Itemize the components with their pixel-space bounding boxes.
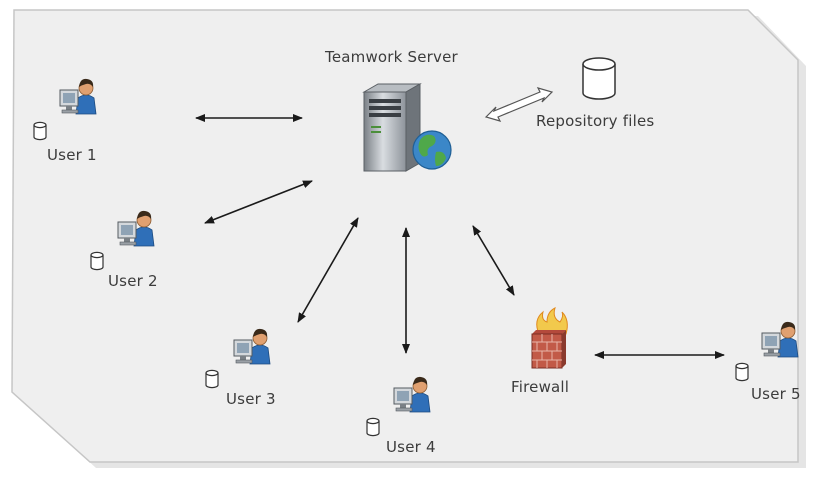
user-5-workstation — [735, 321, 799, 382]
user-4-database-icon — [366, 417, 380, 437]
user-2-database-icon — [90, 251, 104, 271]
server-globe-icon — [362, 83, 452, 172]
users-layer — [33, 78, 799, 437]
connector-server-repository — [484, 87, 554, 122]
user-1-workstation — [33, 78, 97, 141]
user-5-database-icon — [735, 362, 749, 382]
user1-label: User 1 — [47, 146, 97, 164]
connector-user3-server — [297, 217, 359, 323]
user-2-workstation — [90, 210, 155, 271]
connector-user2-server — [204, 180, 313, 224]
connections — [195, 87, 725, 359]
firewall-label: Firewall — [511, 378, 570, 396]
user2-label: User 2 — [108, 272, 158, 290]
user-computer-icon — [233, 328, 271, 365]
user-1-database-icon — [33, 121, 47, 141]
user-computer-icon — [393, 376, 431, 413]
connector-server-firewall — [472, 225, 515, 296]
server-label: Teamwork Server — [325, 48, 458, 66]
user-computer-icon — [59, 78, 97, 115]
user-3-workstation — [205, 328, 271, 389]
user-4-workstation — [366, 376, 431, 437]
user-computer-icon — [117, 210, 155, 247]
user5-label: User 5 — [751, 385, 801, 403]
user-3-database-icon — [205, 369, 219, 389]
repository-database-icon — [582, 57, 616, 100]
repository-label: Repository files — [536, 112, 655, 130]
user-computer-icon — [761, 321, 799, 358]
firewall-icon — [531, 307, 568, 369]
user3-label: User 3 — [226, 390, 276, 408]
user4-label: User 4 — [386, 438, 436, 456]
